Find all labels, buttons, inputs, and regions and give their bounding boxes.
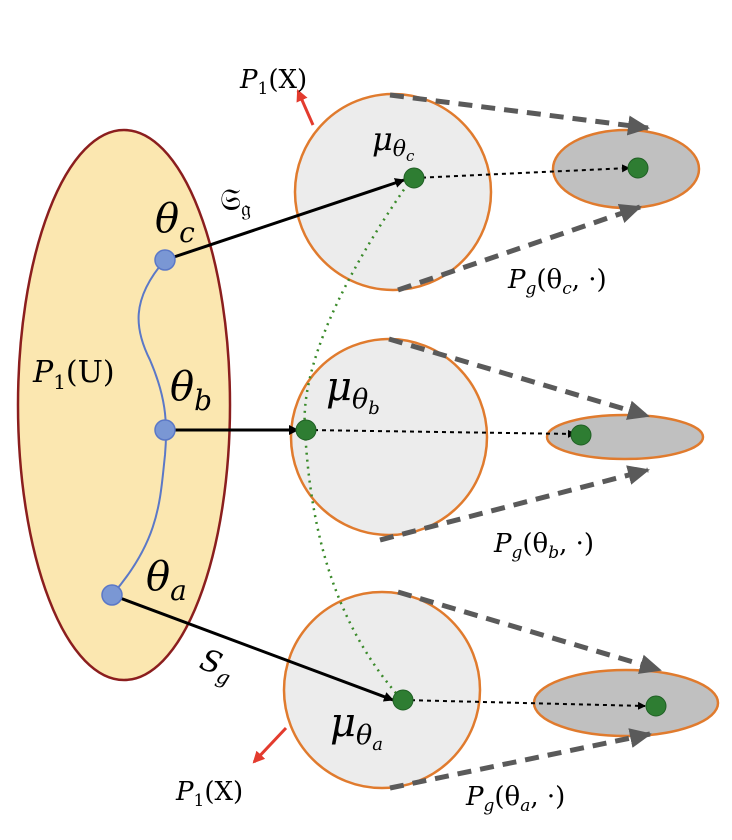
push-arrow-top bbox=[413, 164, 630, 179]
node-target-top bbox=[627, 157, 649, 179]
node-theta-a bbox=[101, 584, 123, 606]
label-pg-b: Pg(θb, ·) bbox=[493, 529, 594, 563]
sg-arrow-top bbox=[164, 178, 405, 262]
node-theta-b bbox=[154, 419, 176, 441]
label-theta-b: θb bbox=[170, 364, 212, 417]
label-sg-bottom: Sg bbox=[194, 642, 239, 690]
push-arrow-bottom bbox=[402, 699, 646, 710]
label-theta-a: θa bbox=[146, 554, 187, 607]
dashed-arrow-middle-lower bbox=[379, 465, 650, 543]
label-mu-c: μθc bbox=[372, 120, 415, 165]
node-mu-a bbox=[392, 689, 414, 711]
label-mu-b: μθb bbox=[326, 364, 380, 419]
target-ellipse-middle bbox=[545, 413, 705, 461]
label-p1u: P1(U) bbox=[32, 355, 115, 394]
circle-top bbox=[293, 92, 493, 292]
label-pg-c: Pg(θc, ·) bbox=[507, 265, 607, 299]
parameter-curve bbox=[111, 259, 168, 596]
label-sg-top: 𝔖𝔤 bbox=[220, 183, 251, 222]
dashed-arrow-top-upper bbox=[389, 92, 650, 136]
sg-arrow-bottom bbox=[111, 593, 394, 702]
mean-curve bbox=[303, 177, 414, 701]
node-mu-b bbox=[295, 419, 317, 441]
circle-middle bbox=[289, 337, 489, 537]
red-arrow-top bbox=[296, 89, 315, 126]
target-ellipse-top bbox=[551, 128, 701, 210]
red-arrow-bottom bbox=[252, 726, 288, 764]
target-ellipse-bottom bbox=[532, 668, 720, 738]
label-p1x-top: P1(X) bbox=[239, 65, 307, 99]
node-mu-c bbox=[403, 167, 425, 189]
node-target-bottom bbox=[645, 695, 667, 717]
label-p1x-bottom: P1(X) bbox=[175, 777, 243, 811]
label-mu-a: μθa bbox=[330, 700, 383, 755]
parameter-space-ellipse bbox=[16, 128, 232, 682]
label-theta-c: θc bbox=[155, 196, 195, 249]
circle-bottom bbox=[282, 590, 482, 790]
node-theta-c bbox=[154, 249, 176, 271]
label-pg-a: Pg(θa, ·) bbox=[465, 782, 565, 816]
push-arrow-middle bbox=[305, 429, 576, 438]
node-target-middle bbox=[570, 424, 592, 446]
dashed-arrow-top-lower bbox=[397, 204, 642, 293]
